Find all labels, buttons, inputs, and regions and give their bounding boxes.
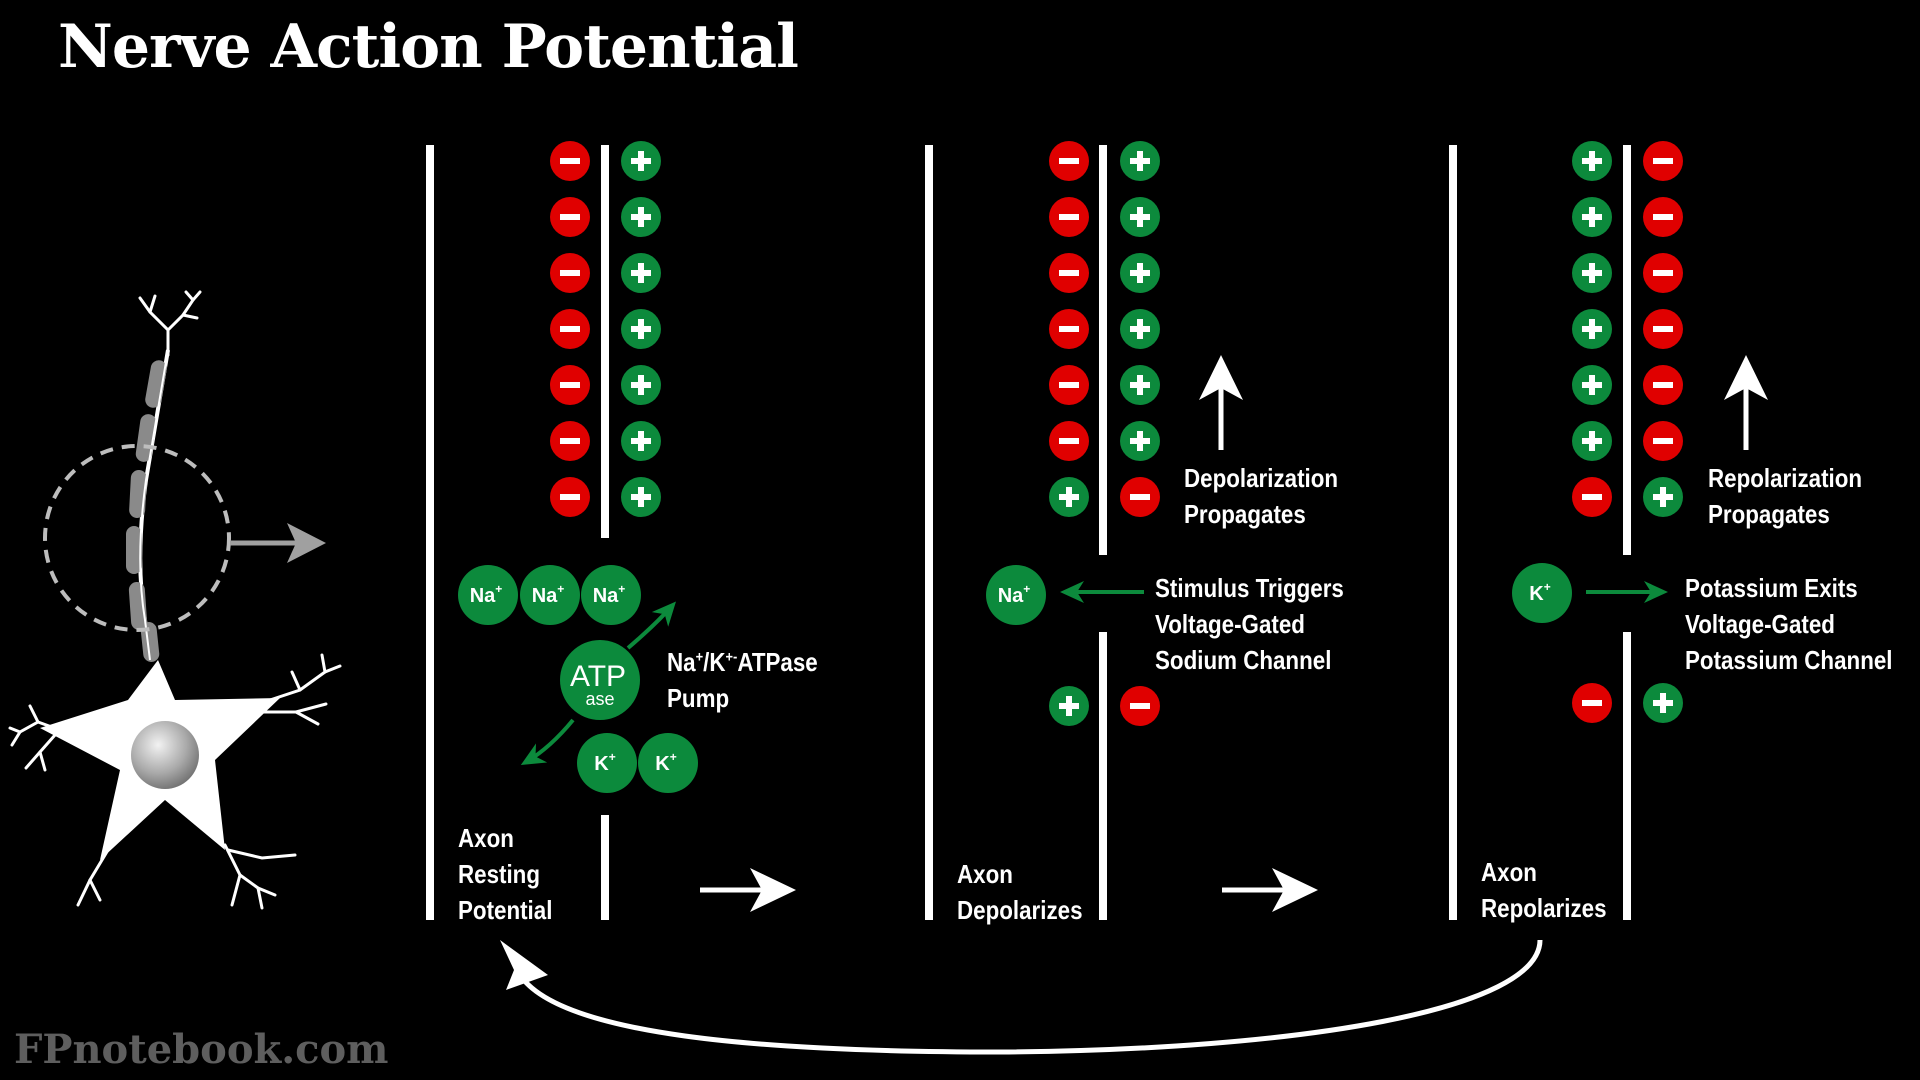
- positive-charge: [1120, 365, 1160, 405]
- inner-membrane-repolarizes-bottom: [1623, 632, 1631, 920]
- negative-charge: [1572, 477, 1612, 517]
- positive-charge: [621, 141, 661, 181]
- positive-charge: [1120, 309, 1160, 349]
- panel-depolarizes: Na+: [925, 141, 1318, 920]
- sodium-ion: Na+: [458, 565, 518, 625]
- sodium-ion: Na+: [986, 565, 1046, 625]
- sodium-ion: Na+: [520, 565, 580, 625]
- negative-charge: [1643, 253, 1683, 293]
- negative-charge: [1120, 477, 1160, 517]
- positive-charge: [1643, 477, 1683, 517]
- atpase-pump: ATPase: [560, 640, 640, 720]
- negative-charge: [1049, 141, 1089, 181]
- negative-charge: [550, 477, 590, 517]
- outer-membrane-resting: [426, 145, 434, 920]
- outer-membrane-repolarizes: [1449, 145, 1457, 920]
- depolarizes-caption: Axon Depolarizes: [957, 859, 1083, 925]
- zoom-arrow: [230, 523, 326, 563]
- charge-column-repolarizes: [1572, 141, 1683, 723]
- negative-charge: [1572, 683, 1612, 723]
- inner-membrane-repolarizes-top: [1623, 145, 1631, 555]
- positive-charge: [1572, 197, 1612, 237]
- negative-charge: [550, 309, 590, 349]
- positive-charge: [621, 309, 661, 349]
- potassium-channel-label: Potassium Exits Voltage-Gated Potassium …: [1685, 573, 1893, 675]
- next-stage-arrow-1: [700, 868, 796, 912]
- positive-charge: [1120, 197, 1160, 237]
- positive-charge: [621, 365, 661, 405]
- potassium-ion: K+: [638, 733, 698, 793]
- positive-charge: [1120, 421, 1160, 461]
- pump-arrow-out: [626, 601, 677, 650]
- negative-charge: [1049, 421, 1089, 461]
- inner-membrane-resting-top: [601, 145, 609, 538]
- positive-charge: [1049, 686, 1089, 726]
- negative-charge: [550, 253, 590, 293]
- positive-charge: [621, 197, 661, 237]
- negative-charge: [1643, 141, 1683, 181]
- pump-label: Na+/K+-ATPase Pump: [667, 647, 818, 713]
- svg-text:ase: ase: [585, 689, 614, 709]
- negative-charge: [1049, 365, 1089, 405]
- potassium-ion: K+: [1512, 563, 1572, 623]
- positive-charge: [1120, 141, 1160, 181]
- outer-membrane-depolarizes: [925, 145, 933, 920]
- positive-charge: [621, 477, 661, 517]
- positive-charge: [1643, 683, 1683, 723]
- positive-charge: [1572, 421, 1612, 461]
- negative-charge: [550, 141, 590, 181]
- positive-charge: [1572, 365, 1612, 405]
- panel-resting: Na+Na+Na+K+K+ATPase: [426, 141, 796, 920]
- ion-group-repolarizes: K+: [1512, 563, 1572, 623]
- watermark: FPnotebook.com: [14, 1026, 389, 1073]
- inner-membrane-depolarizes-top: [1099, 145, 1107, 555]
- ion-group-depolarizes: Na+: [986, 565, 1046, 625]
- negative-charge: [1049, 309, 1089, 349]
- repolarizes-caption: Axon Repolarizes: [1481, 857, 1607, 923]
- sodium-channel-label: Stimulus Triggers Voltage-Gated Sodium C…: [1155, 573, 1344, 675]
- svg-text:ATP: ATP: [570, 660, 626, 693]
- pump-arrow-in: [520, 718, 575, 766]
- inner-membrane-depolarizes-bottom: [1099, 632, 1107, 920]
- repolarization-up-arrow: [1724, 355, 1768, 450]
- positive-charge: [1120, 253, 1160, 293]
- charge-column-depolarizes: [1049, 141, 1160, 726]
- nucleus: [131, 721, 199, 789]
- potassium-ion: K+: [577, 733, 637, 793]
- next-stage-arrow-2: [1222, 868, 1318, 912]
- repolarization-propagates-label: Repolarization Propagates: [1708, 463, 1863, 529]
- positive-charge: [1049, 477, 1089, 517]
- positive-charge: [1572, 253, 1612, 293]
- depolarization-up-arrow: [1199, 355, 1243, 450]
- positive-charge: [621, 421, 661, 461]
- negative-charge: [1643, 365, 1683, 405]
- panel-repolarizes: K+: [1449, 141, 1768, 920]
- depolarization-propagates-label: Depolarization Propagates: [1184, 463, 1339, 529]
- negative-charge: [550, 365, 590, 405]
- positive-charge: [1572, 141, 1612, 181]
- resting-caption: Axon Resting Potential: [458, 823, 553, 925]
- negative-charge: [550, 197, 590, 237]
- charge-column-resting: [550, 141, 661, 517]
- sodium-ion: Na+: [581, 565, 641, 625]
- ion-group-resting: Na+Na+Na+K+K+ATPase: [458, 565, 698, 793]
- negative-charge: [1643, 309, 1683, 349]
- negative-charge: [1643, 421, 1683, 461]
- cycle-return-arrow: [500, 939, 1543, 1055]
- negative-charge: [1643, 197, 1683, 237]
- neuron-illustration: [8, 290, 342, 910]
- negative-charge: [550, 421, 590, 461]
- positive-charge: [1572, 309, 1612, 349]
- positive-charge: [621, 253, 661, 293]
- cell-dendrites: [8, 653, 342, 910]
- negative-charge: [1120, 686, 1160, 726]
- page-title: Nerve Action Potential: [58, 12, 799, 82]
- negative-charge: [1049, 197, 1089, 237]
- myelin-sheath: [126, 360, 167, 662]
- axon-terminal-branches: [138, 290, 202, 357]
- negative-charge: [1049, 253, 1089, 293]
- magnification-circle: [43, 444, 231, 632]
- inner-membrane-resting-bottom: [601, 815, 609, 920]
